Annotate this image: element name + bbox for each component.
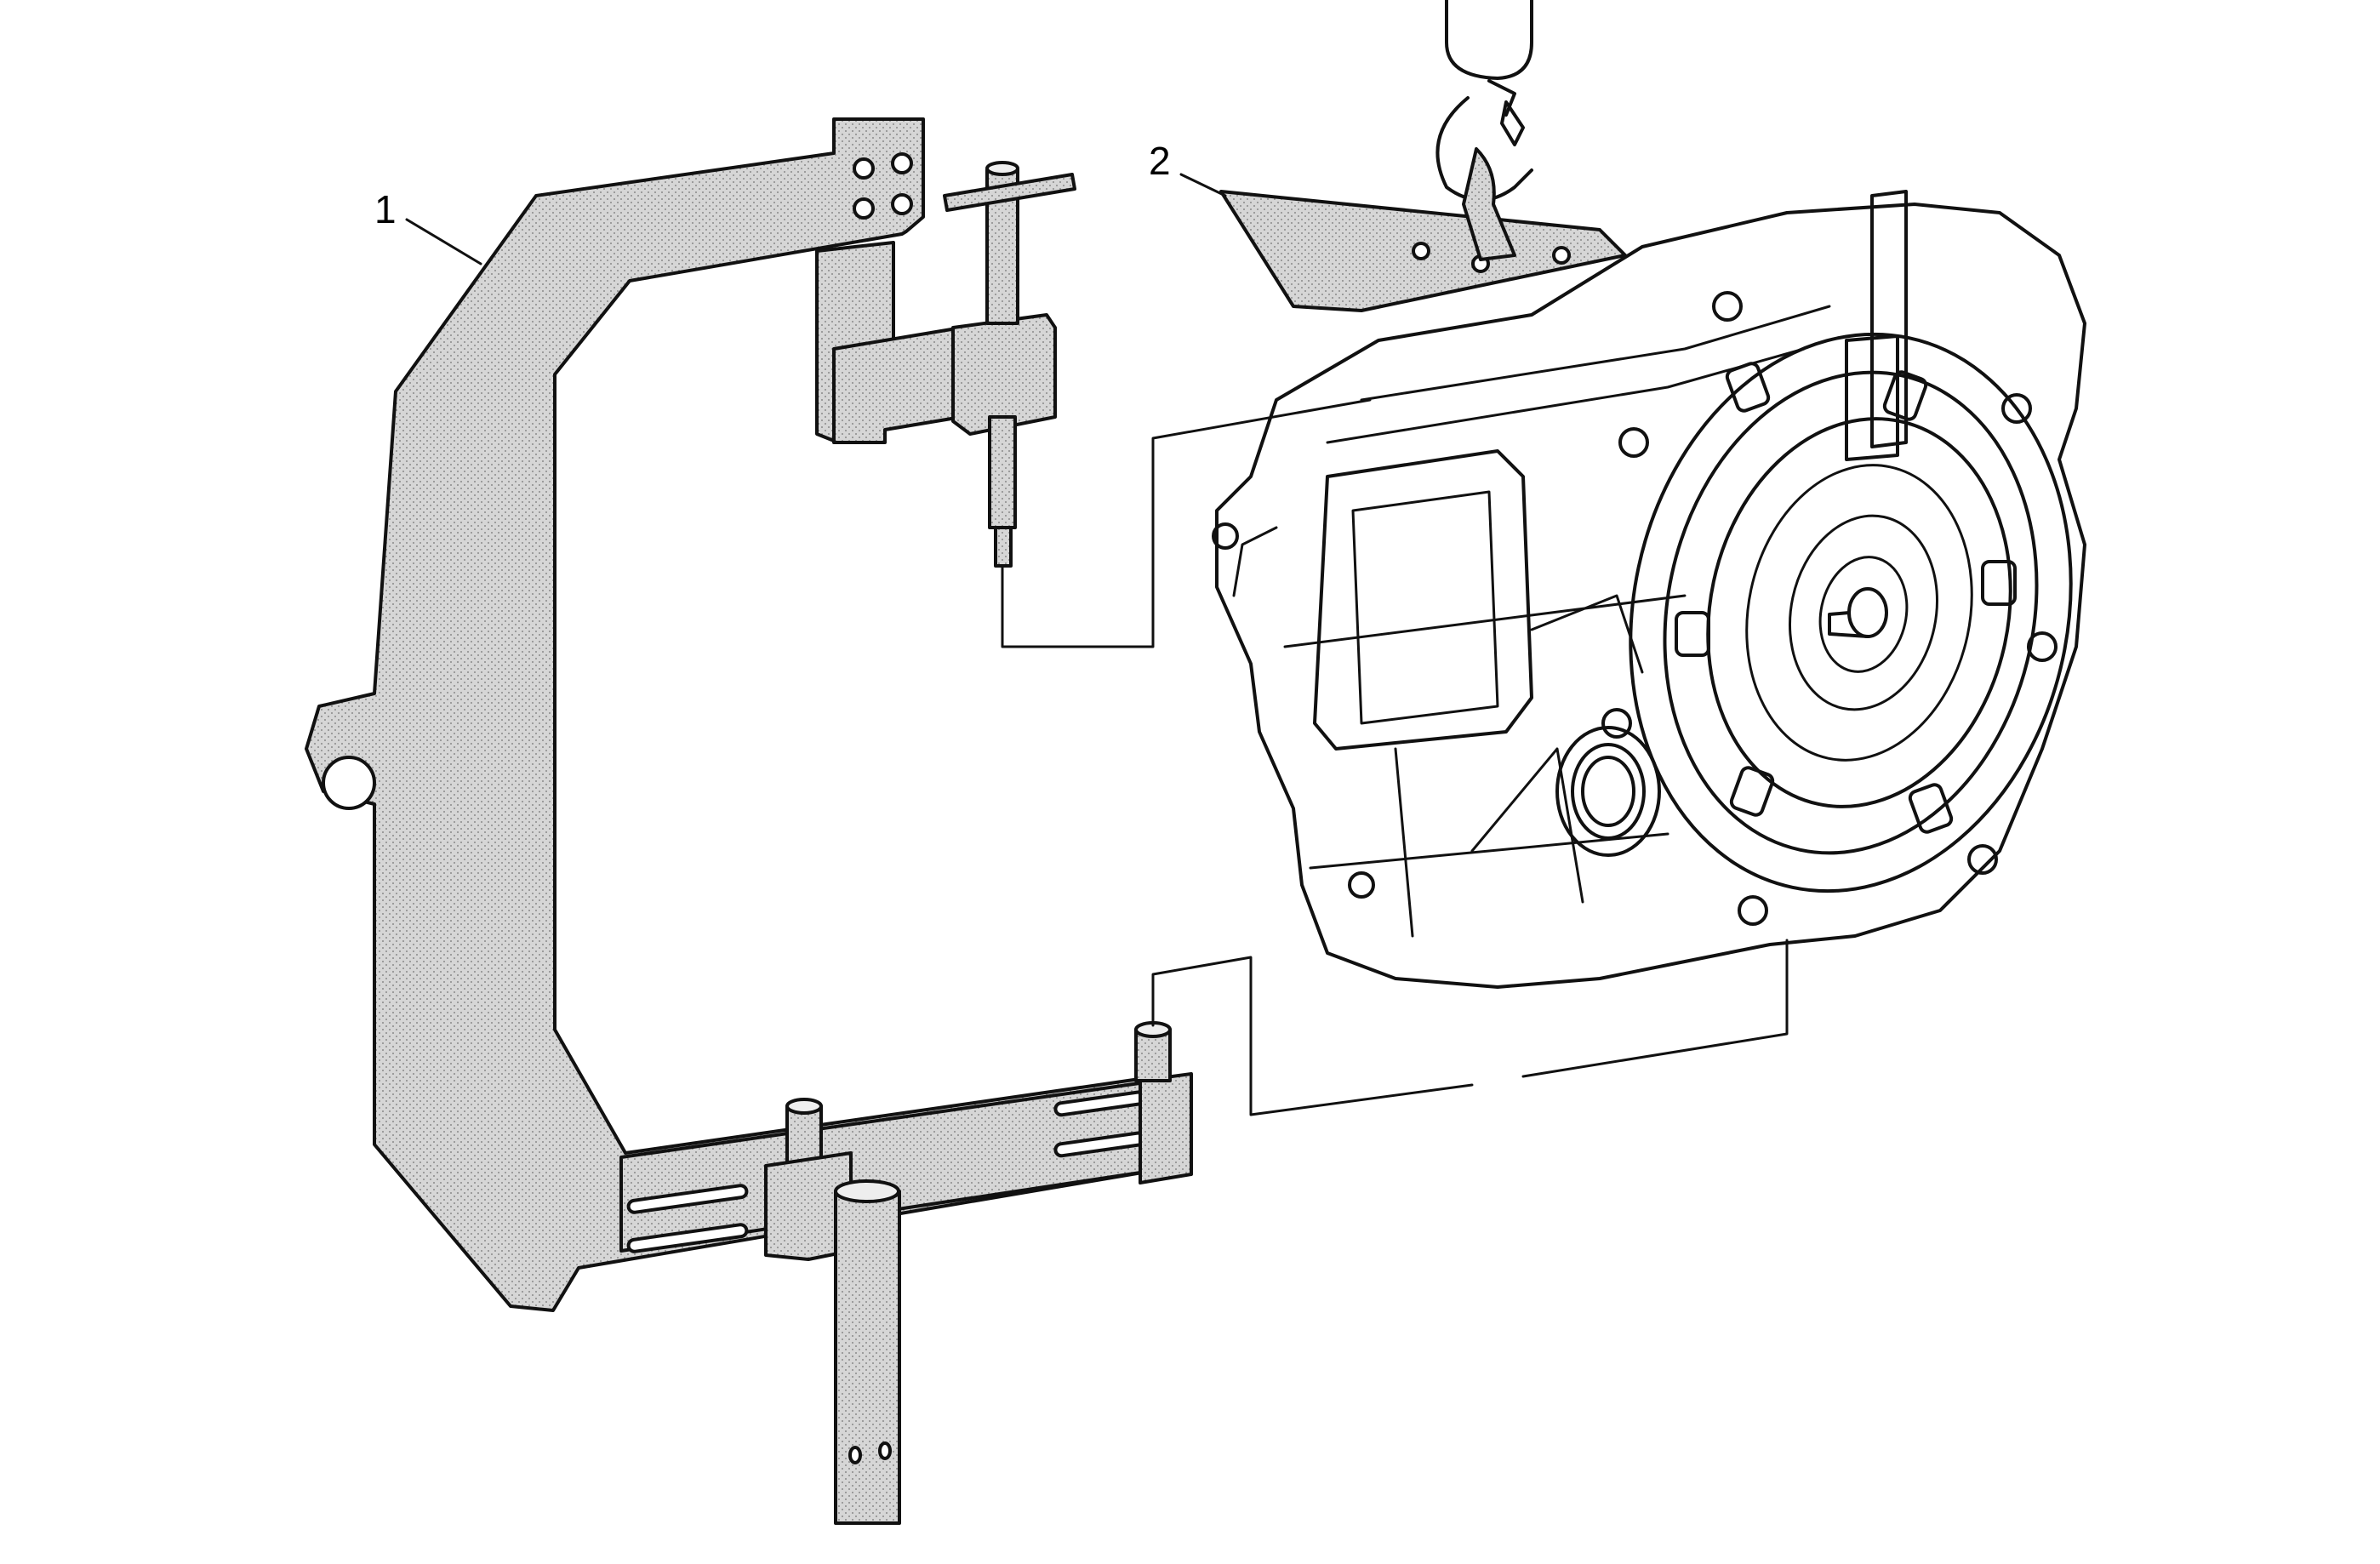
- lower-right-locating-pin: [1134, 1021, 1193, 1184]
- lower-center-locating-pin: [764, 1098, 901, 1525]
- callout-1: 1: [374, 187, 482, 265]
- callout-2-label: 2: [1149, 139, 1171, 183]
- upper-locating-pin: [943, 161, 1076, 568]
- lower-support-bar: [619, 1079, 1189, 1253]
- lifting-bracket: [1219, 190, 1627, 312]
- lifting-hook-icon: [1435, 0, 1533, 261]
- alignment-lines: [1001, 398, 1789, 1116]
- upper-locating-bracket: [815, 241, 1057, 444]
- transmission-assembly: [1212, 190, 2086, 989]
- callout-1-label: 1: [374, 187, 397, 231]
- callout-2: 2: [1149, 139, 1227, 197]
